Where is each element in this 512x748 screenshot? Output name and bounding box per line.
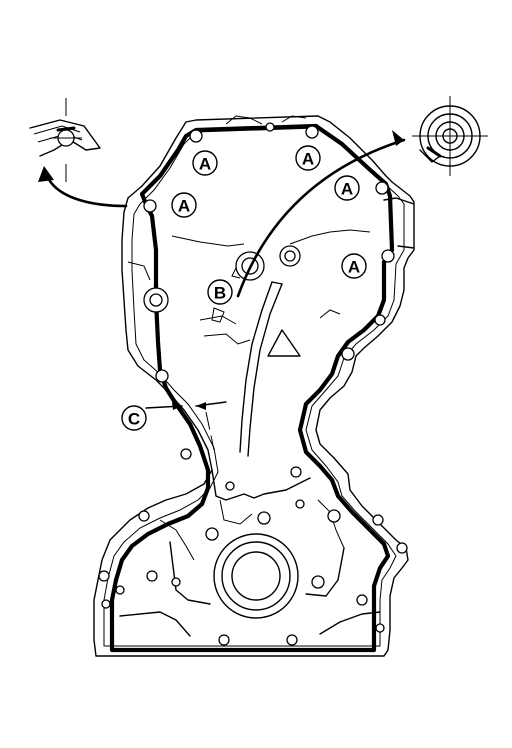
crank-seal <box>213 533 299 619</box>
flange-inner-outline <box>103 127 405 647</box>
arrow-to-right-detail <box>236 130 406 298</box>
callout-label: A <box>348 258 360 277</box>
lower-bosses <box>115 481 368 606</box>
callout-a-2: A <box>295 145 321 171</box>
callout-b: B <box>207 279 233 305</box>
detail-view-right <box>412 96 488 176</box>
triangle-rib <box>267 329 301 357</box>
chain-guide <box>239 281 283 457</box>
callout-c: C <box>121 405 147 431</box>
callout-a-1: A <box>192 150 218 176</box>
callout-a-3: A <box>171 192 197 218</box>
callout-label: C <box>128 410 140 429</box>
callout-label: A <box>341 180 353 199</box>
width-indicator <box>145 401 227 410</box>
callout-label: A <box>178 197 190 216</box>
cover-outline <box>93 115 415 657</box>
callout-label: A <box>302 150 314 169</box>
arrow-to-left-detail <box>38 166 128 208</box>
oil-pump-region <box>119 469 381 637</box>
left-boss <box>127 261 251 345</box>
callout-label: A <box>199 155 211 174</box>
sealant-bead <box>109 123 395 653</box>
callout-a-5: A <box>341 253 367 279</box>
callout-label: B <box>214 284 226 303</box>
callout-a-4: A <box>334 175 360 201</box>
detail-view-left <box>29 98 101 182</box>
upper-body-detail <box>171 115 415 319</box>
cam-sprocket-hub <box>231 251 265 281</box>
flange-bolt-holes <box>98 122 408 646</box>
centerline <box>205 411 215 451</box>
